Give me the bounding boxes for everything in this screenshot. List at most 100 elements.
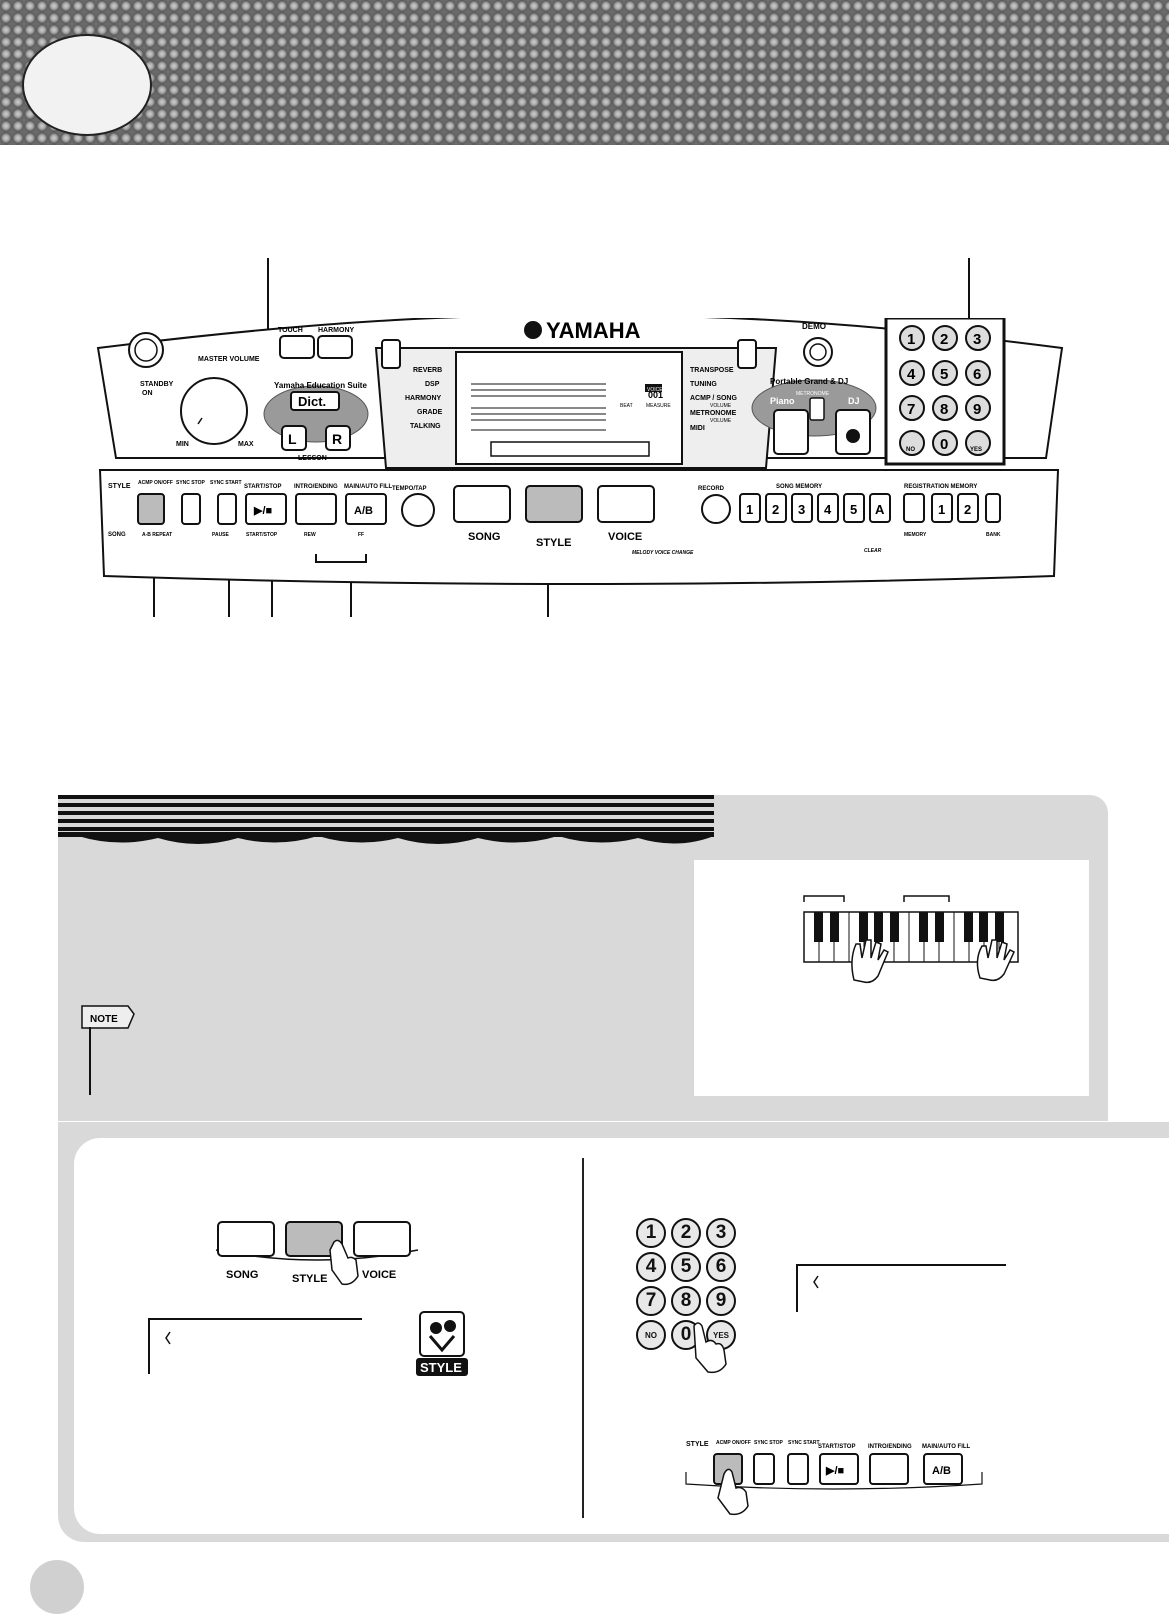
harmony-button[interactable] xyxy=(318,336,352,358)
num-key-6-label: 6 xyxy=(973,366,981,383)
style-mode-button[interactable] xyxy=(526,486,582,522)
stripe-wave xyxy=(58,832,714,852)
memory-label: MEMORY xyxy=(904,532,927,538)
header-band xyxy=(0,0,1169,145)
touch-label: TOUCH xyxy=(278,327,303,334)
metronome-button[interactable] xyxy=(810,398,824,420)
bottom-num-key-4[interactable]: 4 xyxy=(636,1252,666,1282)
dict-label: Dict. xyxy=(298,394,326,409)
bottom-style-label: STYLE xyxy=(292,1273,327,1285)
ff-label: FF xyxy=(358,532,364,538)
menu-harmony: HARMONY xyxy=(405,395,441,402)
bottom-acmp-label: ACMP ON/OFF xyxy=(716,1440,751,1446)
bottom-num-key-9[interactable]: 9 xyxy=(706,1286,736,1316)
bottom-no-key[interactable]: NO xyxy=(636,1320,666,1350)
bottom-start-stop-label: START/STOP xyxy=(818,1444,855,1450)
number-lcd-arrow-icon xyxy=(808,1272,828,1292)
acmp-button[interactable] xyxy=(138,494,164,524)
song-memory-label: SONG MEMORY xyxy=(776,484,822,490)
keyboard-illustration-box xyxy=(694,860,1089,1096)
song-memory-3-label: 3 xyxy=(798,502,805,517)
reg-memory-2-label: 2 xyxy=(964,502,971,517)
intro-ending-button[interactable] xyxy=(296,494,336,524)
demo-label: DEMO xyxy=(802,322,826,331)
display-right-scroll[interactable] xyxy=(738,340,756,368)
num-key-0-label: 0 xyxy=(940,436,948,453)
bank-button[interactable] xyxy=(986,494,1000,522)
start-stop-lower-label: START/STOP xyxy=(246,532,278,538)
bottom-song-button[interactable] xyxy=(218,1222,274,1256)
bottom-voice-button[interactable] xyxy=(354,1222,410,1256)
bottom-song-label: SONG xyxy=(226,1269,258,1281)
lcd-beat: BEAT xyxy=(620,403,633,409)
bottom-play-stop-icon: ▶/■ xyxy=(825,1465,844,1477)
record-button[interactable] xyxy=(702,495,730,523)
education-suite-label: Yamaha Education Suite xyxy=(274,381,367,390)
reg-memory-1-label: 1 xyxy=(938,502,945,517)
menu-transpose: TRANSPOSE xyxy=(690,367,734,374)
menu-grade: GRADE xyxy=(417,409,443,416)
num-key-4-label: 4 xyxy=(907,366,916,383)
song-memory-5-label: 5 xyxy=(850,502,857,517)
volume-min-label: MIN xyxy=(176,441,189,448)
steps-divider xyxy=(582,1158,584,1518)
master-volume-knob[interactable] xyxy=(181,378,247,444)
bottom-ab-label: A/B xyxy=(932,1465,951,1477)
dj-label: DJ xyxy=(848,396,860,406)
lcd-keyboard xyxy=(491,442,649,456)
bottom-num-key-2[interactable]: 2 xyxy=(671,1218,701,1248)
song-mode-button[interactable] xyxy=(454,486,510,522)
bottom-sync-stop-button[interactable] xyxy=(754,1454,774,1484)
volume-max-label: MAX xyxy=(238,441,254,448)
num-key-1-label: 1 xyxy=(907,331,915,348)
record-label: RECORD xyxy=(698,486,725,492)
sync-start-button[interactable] xyxy=(218,494,236,524)
metronome-label: METRONOME xyxy=(796,391,830,397)
voice-mode-button[interactable] xyxy=(598,486,654,522)
bottom-num-key-3[interactable]: 3 xyxy=(706,1218,736,1248)
menu-volume-1: VOLUME xyxy=(710,403,732,409)
memory-button[interactable] xyxy=(904,494,924,522)
bottom-num-key-8[interactable]: 8 xyxy=(671,1286,701,1316)
brand-label: YAMAHA xyxy=(546,318,641,343)
master-volume-label: MASTER VOLUME xyxy=(198,356,260,363)
piano-button[interactable] xyxy=(774,410,808,454)
display-left-scroll[interactable] xyxy=(382,340,400,368)
bottom-sync-start-button[interactable] xyxy=(788,1454,808,1484)
num-key-9-label: 9 xyxy=(973,401,981,418)
tempo-tap-button[interactable] xyxy=(402,494,434,526)
mode-song-label: SONG xyxy=(468,531,500,543)
song-memory-a-label: A xyxy=(875,502,885,517)
play-stop-icon: ▶/■ xyxy=(253,505,272,517)
touch-button[interactable] xyxy=(280,336,314,358)
bottom-sync-stop-label: SYNC STOP xyxy=(754,1440,783,1446)
lesson-label: LESSON xyxy=(298,455,327,462)
bottom-sync-start-label: SYNC START xyxy=(788,1440,820,1446)
bottom-intro-ending-button[interactable] xyxy=(870,1454,908,1484)
song-memory-2-label: 2 xyxy=(772,502,779,517)
bottom-num-key-1[interactable]: 1 xyxy=(636,1218,666,1248)
style-label: STYLE xyxy=(108,483,131,490)
harmony-label: HARMONY xyxy=(318,327,354,334)
song-label: SONG xyxy=(108,532,126,538)
bottom-num-key-5[interactable]: 5 xyxy=(671,1252,701,1282)
bottom-voice-label: VOICE xyxy=(362,1269,396,1281)
lesson-l-label: L xyxy=(288,431,297,447)
yes-key-label: YES xyxy=(970,447,982,453)
num-key-5-label: 5 xyxy=(940,366,948,383)
tempo-tap-label: TEMPO/TAP xyxy=(392,486,427,492)
menu-midi: MIDI xyxy=(690,425,705,432)
bottom-num-key-6[interactable]: 6 xyxy=(706,1252,736,1282)
num-key-3-label: 3 xyxy=(973,331,981,348)
start-stop-label: START/STOP xyxy=(244,484,281,490)
portable-grand-label: Portable Grand & DJ xyxy=(770,377,848,386)
page-number-disc xyxy=(30,1560,84,1614)
mode-buttons-illustration: SONG STYLE VOICE xyxy=(212,1220,422,1290)
sync-stop-button[interactable] xyxy=(182,494,200,524)
lcd-arrow-icon xyxy=(160,1328,180,1348)
bottom-main-auto-fill-label: MAIN/AUTO FILL xyxy=(922,1444,971,1450)
note-rule xyxy=(89,1027,91,1095)
acmp-label: ACMP ON/OFF xyxy=(138,480,173,486)
bottom-num-key-7[interactable]: 7 xyxy=(636,1286,666,1316)
bottom-style-label-2: STYLE xyxy=(686,1441,709,1448)
